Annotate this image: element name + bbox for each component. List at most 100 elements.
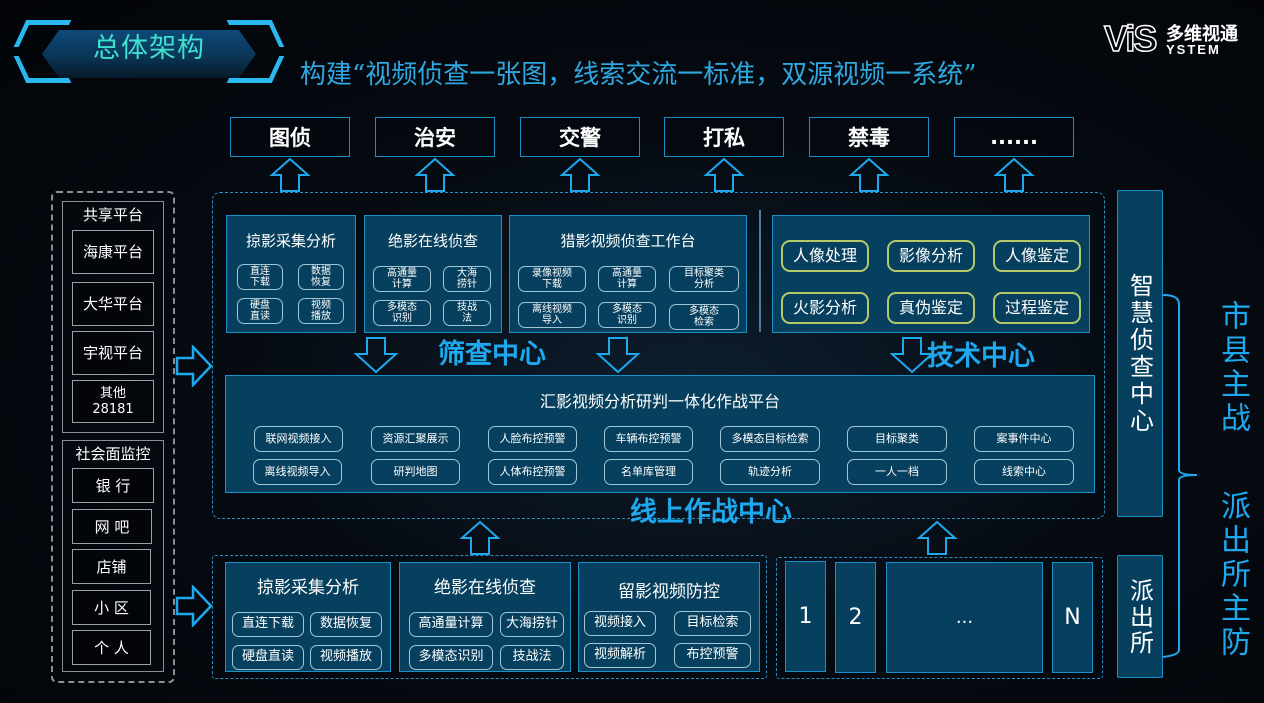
module-button[interactable]: 视频播放: [310, 645, 382, 670]
station-label: 派出所: [1125, 577, 1154, 656]
divider: [759, 210, 761, 332]
module-button[interactable]: 硬盘 直读: [237, 298, 283, 324]
platform-item-dahua: 大华平台: [72, 282, 154, 326]
module-button[interactable]: 视频 播放: [298, 298, 344, 324]
stations-container: [776, 557, 1103, 679]
station-box: 2: [835, 562, 876, 673]
platform-button[interactable]: 目标聚类: [847, 426, 947, 452]
station-module-liuying: 留影视频防控 视频接入 目标检索 视频解析 布控预警: [578, 562, 760, 672]
platform-button[interactable]: 人脸布控预警: [488, 426, 577, 452]
platform-button[interactable]: 线索中心: [974, 459, 1074, 485]
module-title: 绝影在线侦查: [387, 232, 478, 250]
module-button[interactable]: 硬盘直读: [232, 645, 304, 670]
module-title: 猎影视频侦查工作台: [560, 232, 696, 250]
module-button[interactable]: 目标检索: [674, 611, 751, 636]
social-item-community: 小 区: [72, 590, 151, 625]
logo-en: YSTEM: [1166, 42, 1221, 57]
station-box: N: [1052, 562, 1093, 673]
platform-button[interactable]: 一人一档: [847, 459, 947, 485]
arrow-up-icon: [414, 157, 456, 192]
logo-mark: ViS: [1103, 17, 1158, 60]
arrow-up-icon: [993, 157, 1035, 192]
platform-item-other: 其他 28181: [72, 380, 154, 423]
module-button[interactable]: 直连 下载: [237, 264, 283, 290]
module-button[interactable]: 数据恢复: [310, 612, 382, 637]
platform-button[interactable]: 名单库管理: [604, 459, 693, 485]
module-button[interactable]: 技战法: [500, 645, 564, 670]
station-modules-container: [212, 555, 767, 679]
platform-button[interactable]: 车辆布控预警: [604, 426, 693, 452]
arrow-up-icon: [269, 157, 311, 192]
module-button[interactable]: 直连下载: [232, 612, 304, 637]
tech-button[interactable]: 影像分析: [887, 240, 975, 272]
arrow-up-icon: [559, 157, 601, 192]
module-button[interactable]: 离线视频 导入: [518, 302, 586, 328]
module-button[interactable]: 数据 恢复: [298, 264, 344, 290]
platform-button[interactable]: 联网视频接入: [254, 426, 343, 452]
station-defense-label: 派出所主防: [1215, 490, 1250, 660]
module-button[interactable]: 目标聚类 分析: [669, 266, 739, 292]
platform-button[interactable]: 多模态目标检索: [720, 426, 820, 452]
tech-button[interactable]: 人像鉴定: [993, 240, 1081, 272]
module-button[interactable]: 大海捞针: [500, 612, 564, 637]
platform-button[interactable]: 人体布控预警: [488, 459, 577, 485]
platform-button[interactable]: 资源汇聚展示: [371, 426, 460, 452]
module-button[interactable]: 高通量计算: [409, 612, 493, 637]
module-button[interactable]: 多模态识别: [409, 645, 493, 670]
arrow-down-icon: [596, 337, 640, 374]
social-item-shop: 店铺: [72, 549, 151, 584]
platform-button[interactable]: 离线视频导入: [253, 459, 342, 485]
section-title-badge: 总体架构: [13, 12, 285, 84]
arrow-up-icon: [916, 520, 958, 555]
module-title: 掠影采集分析: [245, 232, 336, 250]
business-unit-box: 交警: [520, 117, 640, 157]
city-county-label: 市县主战: [1215, 300, 1250, 436]
smart-center-label: 智慧侦查中心: [1125, 272, 1154, 435]
social-item-bank: 银 行: [72, 468, 154, 503]
integrated-platform-panel: 汇影视频分析研判一体化作战平台 联网视频接入 资源汇聚展示 人脸布控预警 车辆布…: [225, 375, 1095, 493]
badge-background: [42, 30, 256, 78]
business-unit-box: 治安: [375, 117, 495, 157]
module-button[interactable]: 视频接入: [584, 611, 656, 636]
business-unit-box: 打私: [664, 117, 784, 157]
company-logo: ViS 多维视通 YSTEM: [1100, 17, 1240, 60]
shared-platforms-group: 共享平台 海康平台 大华平台 宇视平台 其他 28181: [62, 201, 164, 433]
logo-cn: 多维视通: [1166, 24, 1238, 45]
module-button[interactable]: 技战 法: [443, 300, 491, 326]
arrow-right-icon: [175, 585, 213, 627]
smart-center-container: [212, 192, 1105, 519]
module-lueying-collect: 掠影采集分析 直连 下载 数据 恢复 硬盘 直读 视频 播放: [226, 215, 356, 333]
tech-button[interactable]: 过程鉴定: [993, 292, 1081, 324]
module-button[interactable]: 视频解析: [584, 643, 656, 668]
online-center-label: 线上作战中心: [630, 497, 792, 528]
arrow-right-icon: [175, 345, 213, 387]
tech-center-label: 技术中心: [927, 341, 1035, 372]
module-button[interactable]: 布控预警: [674, 643, 751, 668]
module-title: 绝影在线侦查: [434, 578, 536, 598]
screening-center-label: 筛查中心: [438, 339, 546, 370]
module-title: 掠影采集分析: [257, 578, 359, 598]
module-button[interactable]: 高通量 计算: [373, 266, 431, 292]
station-module-jueying: 绝影在线侦查 高通量计算 大海捞针 多模态识别 技战法: [399, 562, 571, 672]
module-button[interactable]: 多模态 识别: [373, 300, 431, 326]
brace-connector-icon: [1163, 294, 1198, 658]
module-button[interactable]: 多模态 识别: [598, 302, 656, 328]
business-unit-box: 图侦: [230, 117, 350, 157]
tech-button[interactable]: 人像处理: [781, 240, 869, 272]
module-jueying-online: 绝影在线侦查 高通量 计算 大海 捞针 多模态 识别 技战 法: [364, 215, 502, 333]
module-button[interactable]: 大海 捞针: [443, 266, 491, 292]
module-button[interactable]: 录像视频 下载: [518, 266, 586, 292]
arrow-down-icon: [890, 337, 934, 374]
platform-button[interactable]: 案事件中心: [974, 426, 1074, 452]
module-title: 留影视频防控: [618, 582, 720, 602]
tech-button[interactable]: 火影分析: [781, 292, 869, 324]
station-box: 1: [785, 561, 826, 672]
platform-button[interactable]: 轨迹分析: [720, 459, 820, 485]
module-button[interactable]: 高通量 计算: [598, 266, 656, 292]
platform-item-hikvision: 海康平台: [72, 230, 154, 274]
tech-button[interactable]: 真伪鉴定: [887, 292, 975, 324]
module-button[interactable]: 多模态 检索: [669, 304, 739, 330]
page-title: 总体架构: [93, 33, 205, 64]
platform-button[interactable]: 研判地图: [371, 459, 460, 485]
slogan: 构建“视频侦查一张图，线索交流一标准，双源视频一系统”: [300, 60, 977, 90]
